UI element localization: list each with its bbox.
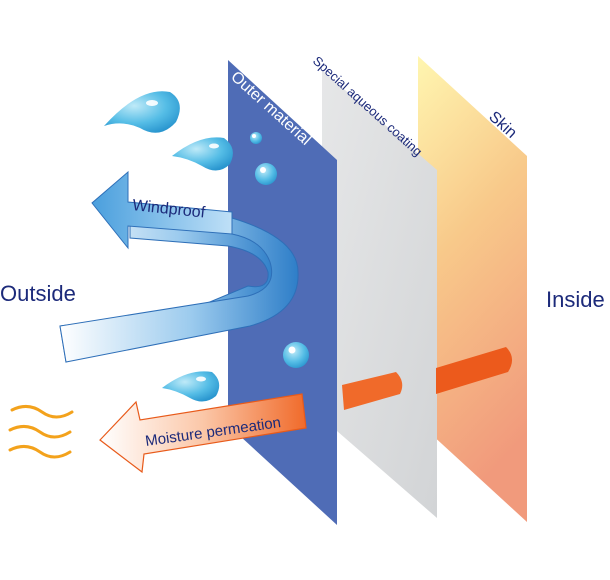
moisture-tube-inner — [436, 347, 513, 394]
moisture-arrow — [99, 393, 307, 474]
windproof-arrow-head — [91, 170, 233, 250]
outside-label: Outside — [0, 281, 76, 306]
water-drop-icon — [172, 137, 233, 171]
heat-waves-icon — [8, 405, 74, 459]
water-drop-icon — [283, 342, 309, 368]
water-drop-icon — [162, 371, 220, 402]
water-drop-icon — [255, 163, 277, 185]
skin-layer — [418, 56, 527, 522]
water-drop-icon — [250, 132, 262, 144]
inside-label: Inside — [546, 287, 605, 312]
windproof-arrow-curl — [59, 217, 299, 363]
moisture-tube-middle — [342, 372, 403, 410]
water-drop-icon — [104, 91, 180, 133]
